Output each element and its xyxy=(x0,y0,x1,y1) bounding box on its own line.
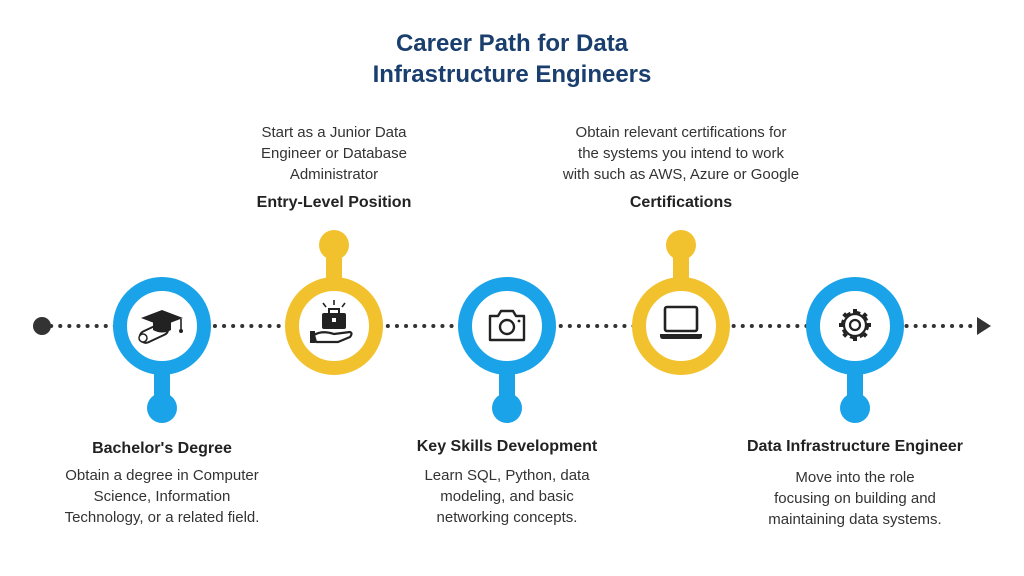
step-label-data-infra-engineer: Data Infrastructure Engineer xyxy=(746,438,964,455)
step-node-certifications xyxy=(632,230,730,375)
step-node-data-infra-engineer xyxy=(806,277,904,423)
step-label-entry-level: Entry-Level Position xyxy=(256,194,412,211)
title-line-2: Infrastructure Engineers xyxy=(372,61,652,88)
step-node-key-skills xyxy=(458,277,556,423)
step-block-certifications: Obtain relevant certifications for the s… xyxy=(531,122,831,212)
step-label-certifications: Certifications xyxy=(629,194,733,211)
gear-icon xyxy=(839,309,871,341)
step-block-key-skills: Key Skills Development Learn SQL, Python… xyxy=(387,438,627,528)
diagram-title: Career Path for Data Infrastructure Engi… xyxy=(0,28,1024,90)
step-block-entry-level: Start as a Junior Data Engineer or Datab… xyxy=(214,122,454,212)
briefcase-hand-icon xyxy=(310,300,353,344)
step-label-bachelors: Bachelor's Degree xyxy=(92,440,232,457)
step-description-bachelors: Obtain a degree in Computer Science, Inf… xyxy=(64,467,260,526)
step-label-key-skills: Key Skills Development xyxy=(416,438,598,455)
graduation-cap-diploma-icon xyxy=(138,310,183,344)
step-description-key-skills: Learn SQL, Python, data modeling, and ba… xyxy=(424,467,590,526)
step-block-bachelors: Bachelor's Degree Obtain a degree in Com… xyxy=(32,440,292,528)
timeline-start-dot xyxy=(33,317,51,335)
step-description-data-infra-engineer: Move into the role focusing on building … xyxy=(768,469,942,528)
laptop-icon xyxy=(660,305,702,339)
step-node-entry-level xyxy=(285,230,383,375)
step-description-entry-level: Start as a Junior Data Engineer or Datab… xyxy=(261,124,407,183)
step-node-bachelors xyxy=(113,277,211,423)
step-description-certifications: Obtain relevant certifications for the s… xyxy=(562,124,800,183)
timeline-end-arrow xyxy=(977,317,991,335)
title-line-1: Career Path for Data xyxy=(395,30,629,57)
step-block-data-infra-engineer: Data Infrastructure Engineer Move into t… xyxy=(722,438,988,530)
camera-icon xyxy=(488,309,526,342)
